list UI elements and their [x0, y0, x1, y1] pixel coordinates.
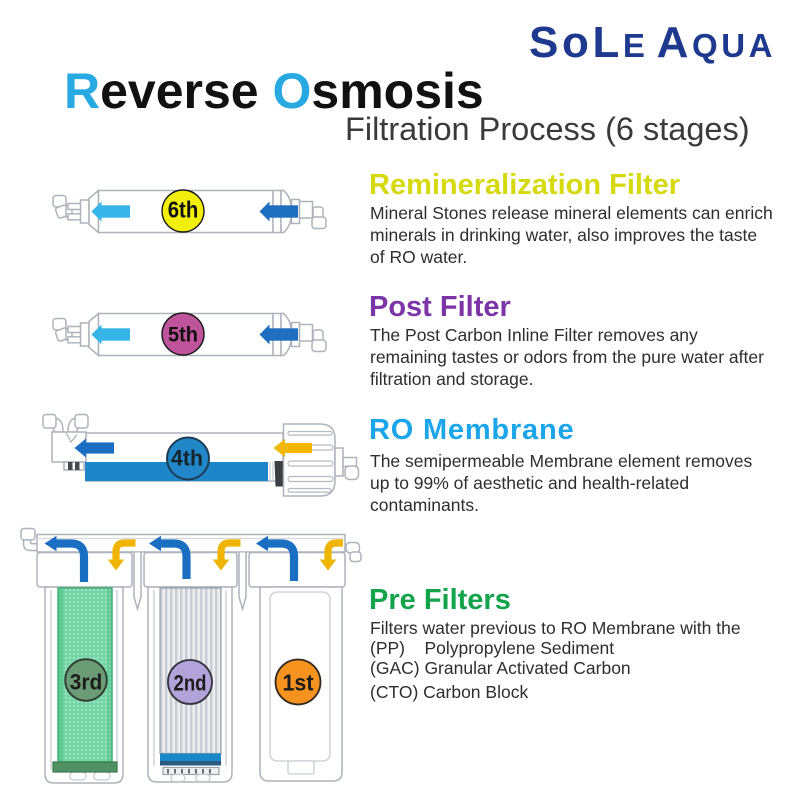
- svg-text:5th: 5th: [168, 322, 198, 346]
- svg-text:1st: 1st: [283, 670, 314, 696]
- svg-text:6th: 6th: [168, 197, 199, 223]
- svg-text:2nd: 2nd: [174, 671, 207, 696]
- svg-text:3rd: 3rd: [70, 670, 103, 695]
- svg-text:4th: 4th: [171, 446, 203, 471]
